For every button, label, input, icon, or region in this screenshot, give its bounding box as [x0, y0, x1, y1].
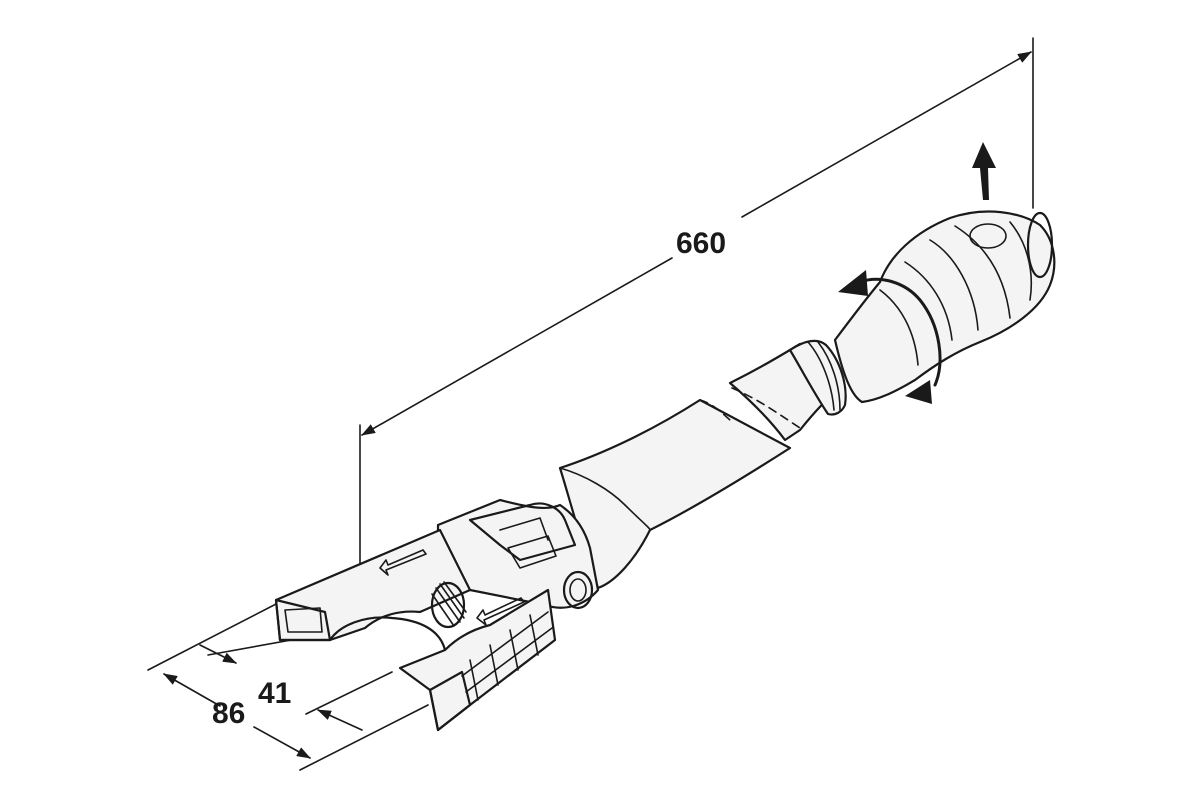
latch-clip — [468, 502, 577, 562]
shaft — [558, 339, 847, 590]
handle-end-cap — [1026, 211, 1054, 279]
latch-spring — [507, 535, 557, 569]
length-dimension: 660 — [359, 37, 1034, 606]
rotate-arrow-icon — [838, 270, 942, 404]
collar-edge — [807, 341, 835, 411]
inner-dim-arrow-top — [199, 644, 237, 664]
fork-arm-right-end — [428, 670, 472, 732]
handle-facet-5 — [1009, 221, 1033, 301]
shaft-lower — [558, 398, 792, 590]
extension-line-inner-bottom — [305, 671, 393, 715]
dimension-line-right — [741, 51, 1032, 218]
fork-arm-left-slot — [284, 607, 323, 633]
slide-arrow-icon — [379, 549, 525, 626]
latch-clip-detail — [499, 517, 549, 541]
fork-opening — [328, 616, 447, 652]
handle-facet-2 — [954, 225, 1011, 319]
handle-facet-1 — [929, 239, 979, 331]
tool-head — [274, 498, 600, 732]
handle-hole — [969, 223, 1007, 249]
inner-dim-arrow-bottom — [317, 709, 363, 731]
handle — [833, 210, 1056, 404]
outer-dim-arrow-top — [163, 673, 221, 707]
rotate-arrow-arc — [858, 277, 942, 387]
dimension-line-left — [361, 257, 673, 436]
rotate-arrow-head-top — [838, 270, 868, 296]
slide-arrow-right — [476, 597, 525, 626]
handle-facet-3 — [904, 261, 953, 341]
outer-dim-arrow-bottom — [253, 726, 311, 759]
rotate-arrow-head-bottom — [905, 380, 932, 404]
width-dimensions: 86 41 — [147, 602, 429, 771]
pivot-bolt-inner — [569, 578, 587, 602]
pull-up-arrow-icon — [972, 142, 996, 200]
extension-line-outer-top — [147, 602, 279, 671]
outer-width-label: 86 — [212, 697, 245, 730]
grip-texture — [461, 611, 553, 701]
slide-arrow-left — [379, 549, 427, 576]
pivot-bolt — [562, 570, 594, 610]
inner-width-label: 41 — [258, 677, 291, 710]
extension-line-outer-bottom — [299, 704, 429, 771]
handle-grip — [833, 210, 1056, 404]
pull-up-arrow-shape — [972, 142, 996, 200]
handle-facet-4 — [879, 289, 919, 366]
break-line-2 — [731, 387, 801, 429]
sleeve-edge — [559, 467, 651, 531]
ratchet-gear-icon — [430, 581, 467, 629]
collar-edge-2 — [817, 341, 841, 411]
break-line-1 — [699, 399, 731, 421]
length-label: 660 — [676, 227, 726, 260]
